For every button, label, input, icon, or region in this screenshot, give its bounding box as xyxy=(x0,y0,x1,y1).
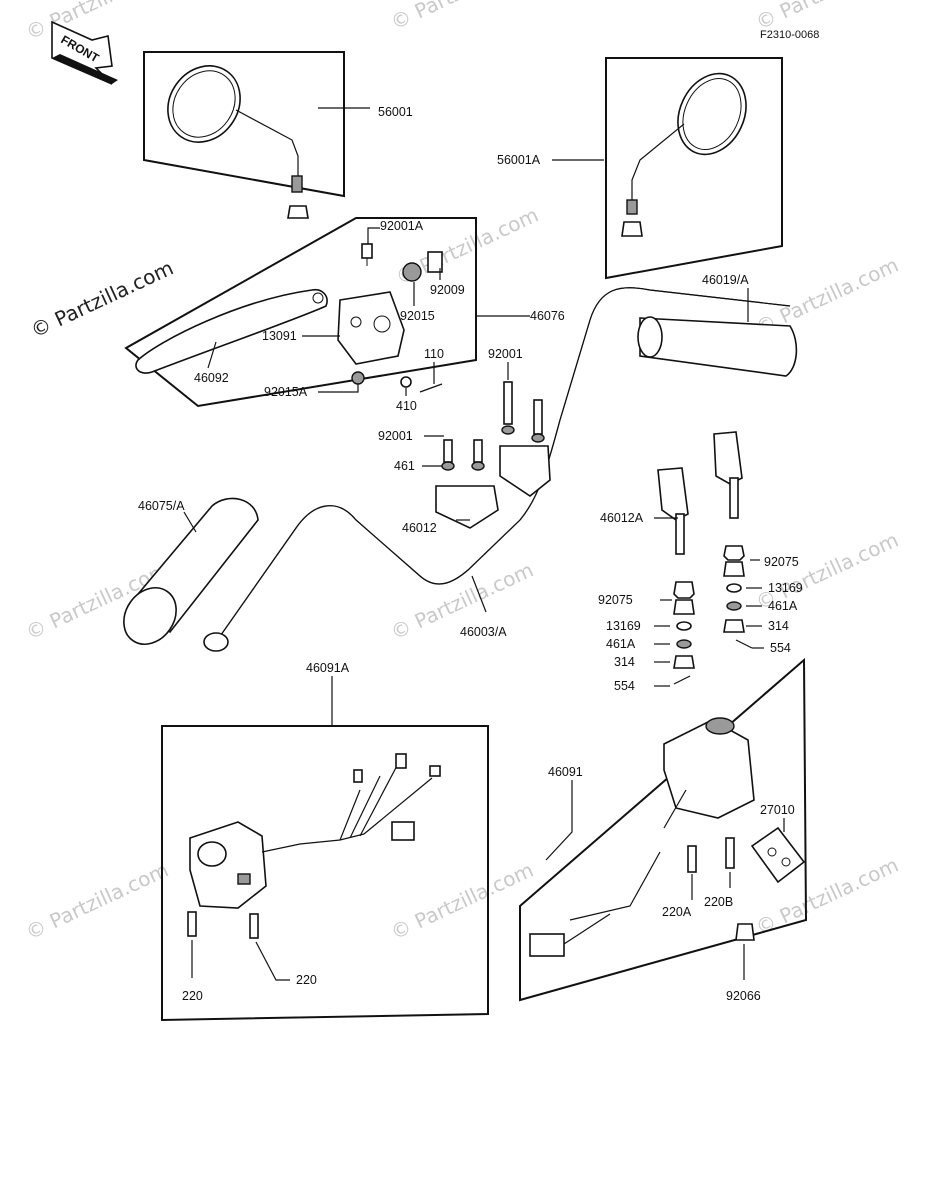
handlebar xyxy=(203,287,791,652)
watermark-main: © Partzilla.com xyxy=(27,256,177,343)
label-314-left: 314 xyxy=(614,655,635,669)
right-mirror xyxy=(621,72,747,237)
lever-assembly-panel xyxy=(124,217,477,408)
reflector-27010 xyxy=(750,826,806,884)
label-46092: 46092 xyxy=(194,371,229,385)
right-stack xyxy=(723,545,753,649)
label-92066: 92066 xyxy=(726,989,761,1003)
svg-text:© Partzilla.com: © Partzilla.com xyxy=(22,0,172,45)
label-13169-right: 13169 xyxy=(768,581,803,595)
left-switch-panel xyxy=(161,725,489,1022)
label-56001: 56001 xyxy=(378,105,413,119)
label-220A: 220A xyxy=(662,905,692,919)
adjuster-parts xyxy=(351,243,443,393)
label-92001-left: 92001 xyxy=(378,429,413,443)
label-46012: 46012 xyxy=(402,521,437,535)
label-92075-left: 92075 xyxy=(598,593,633,607)
label-27010: 27010 xyxy=(760,803,795,817)
figure-code: F2310-0068 xyxy=(760,29,819,41)
left-mirror-panel xyxy=(143,51,345,198)
label-92001A: 92001A xyxy=(380,219,424,233)
label-220B: 220B xyxy=(704,895,733,909)
label-46075A: 46075/A xyxy=(138,499,185,513)
label-46091: 46091 xyxy=(548,765,583,779)
label-554-left: 554 xyxy=(614,679,635,693)
label-13169-left: 13169 xyxy=(606,619,641,633)
right-holders xyxy=(657,431,743,555)
label-46003A: 46003/A xyxy=(460,625,507,639)
label-410: 410 xyxy=(396,399,417,413)
label-46076: 46076 xyxy=(530,309,565,323)
label-46012A: 46012A xyxy=(600,511,644,525)
master-cylinder-holder xyxy=(337,291,405,365)
label-46019A: 46019/A xyxy=(702,273,749,287)
label-46091A: 46091A xyxy=(306,661,350,675)
label-461A-left: 461A xyxy=(606,637,636,651)
left-stack xyxy=(673,581,695,685)
left-switch-housing xyxy=(187,753,441,939)
left-mirror xyxy=(167,65,309,219)
svg-text:© Partzilla.com: © Partzilla.com xyxy=(387,858,537,945)
brake-lever xyxy=(135,288,328,374)
label-110: 110 xyxy=(424,347,444,361)
label-92015A: 92015A xyxy=(264,385,308,399)
right-grip xyxy=(637,316,798,377)
label-461: 461 xyxy=(394,459,415,473)
front-arrow-icon: FRONT xyxy=(51,20,118,85)
label-220-right: 220 xyxy=(296,973,317,987)
label-92009: 92009 xyxy=(430,283,465,297)
svg-text:© Partzilla.com: © Partzilla.com xyxy=(22,858,172,945)
label-461A-right: 461A xyxy=(768,599,798,613)
label-92075-right: 92075 xyxy=(764,555,799,569)
label-56001A: 56001A xyxy=(497,153,541,167)
label-92015: 92015 xyxy=(400,309,435,323)
left-grip xyxy=(123,497,259,645)
right-switch-housing xyxy=(529,717,755,957)
label-13091: 13091 xyxy=(262,329,297,343)
right-mirror-panel xyxy=(605,57,783,280)
svg-text:© Partzilla.com: © Partzilla.com xyxy=(387,0,537,35)
label-92001-top: 92001 xyxy=(488,347,523,361)
label-220-left: 220 xyxy=(182,989,203,1003)
left-clamp-bolts xyxy=(435,381,551,529)
label-314-right: 314 xyxy=(768,619,789,633)
label-554-right: 554 xyxy=(770,641,791,655)
